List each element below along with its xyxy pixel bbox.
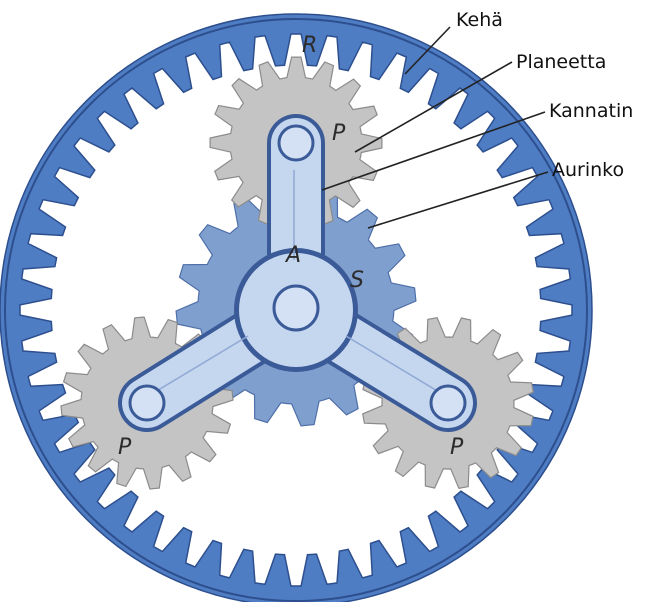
planet-pin-left: [130, 386, 164, 420]
ring-label: Kehä: [456, 9, 503, 31]
planet-letter-top: P: [332, 121, 346, 146]
center-shaft: [274, 286, 318, 330]
planet-letter-left: P: [118, 435, 132, 460]
carrier-letter: A: [284, 243, 301, 268]
sun-letter: S: [350, 268, 364, 293]
planet-letter-right: P: [450, 435, 464, 460]
carrier-label: Kannatin: [549, 100, 633, 122]
planet-label: Planeetta: [516, 51, 606, 73]
ring-letter: R: [302, 33, 317, 58]
sun-label: Aurinko: [552, 159, 624, 181]
planet-pin-right: [431, 386, 465, 420]
planet-pin-top: [279, 126, 313, 160]
